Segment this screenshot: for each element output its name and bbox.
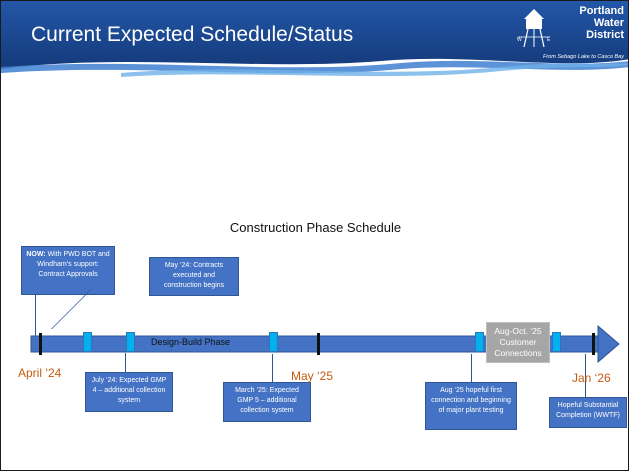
- logo-district: District: [586, 29, 624, 41]
- date-may25: May ‘25: [291, 369, 334, 383]
- callout-now: NOW: With PWD BOT and Windham’s support:…: [21, 246, 115, 295]
- marker-march25: [269, 332, 278, 352]
- connector-aug25: [471, 354, 472, 382]
- page-title: Current Expected Schedule/Status: [31, 23, 354, 46]
- marker-oct25: [552, 332, 561, 352]
- callout-may24: May ‘24: Contracts executed and construc…: [149, 257, 239, 296]
- date-april24: April ‘24: [18, 366, 62, 380]
- connector-july24: [125, 353, 126, 372]
- phase-label: Design-Build Phase: [151, 337, 231, 347]
- logo-portland: Portland: [579, 5, 624, 17]
- callout-march25: March ‘25: Expected GMP 5 – additional c…: [223, 382, 311, 422]
- header-banner: Current Expected Schedule/Status W E Por…: [1, 1, 628, 93]
- schedule-title: Construction Phase Schedule: [229, 220, 402, 235]
- callout-completion: Hopeful Substantial Completion (WWTF): [549, 397, 627, 428]
- marker-aug25: [475, 332, 484, 352]
- connector-now: [35, 295, 36, 336]
- tick-may25: [317, 333, 320, 355]
- tick-jan26: [592, 333, 595, 355]
- date-jan26: Jan ‘26: [572, 371, 611, 385]
- logo-tagline: From Sebago Lake to Casco Bay: [542, 54, 624, 60]
- callout-aug25: Aug ‘25 hopeful first connection and beg…: [425, 382, 517, 430]
- marker-may24: [83, 332, 92, 352]
- header-wave: [1, 1, 628, 93]
- marker-july24: [126, 332, 135, 352]
- district-logo: W E Portland Water District From Sebago …: [514, 5, 624, 65]
- callout-now-text: With PWD BOT and Windham’s support: Cont…: [37, 251, 110, 278]
- timeline-arrow: [30, 324, 620, 364]
- callout-now-bold: NOW:: [26, 251, 46, 258]
- connector-march25: [272, 354, 273, 382]
- svg-text:W: W: [517, 37, 522, 43]
- water-tower-icon: W E: [517, 9, 551, 48]
- customer-connections-box: Aug-Oct. ‘25 Customer Connections: [486, 322, 550, 363]
- tick-april24: [39, 333, 42, 355]
- callout-july24: July ‘24: Expected GMP 4 – additional co…: [85, 372, 173, 412]
- connector-completion: [585, 354, 586, 397]
- logo-water: Water: [593, 17, 624, 29]
- svg-text:E: E: [547, 37, 551, 43]
